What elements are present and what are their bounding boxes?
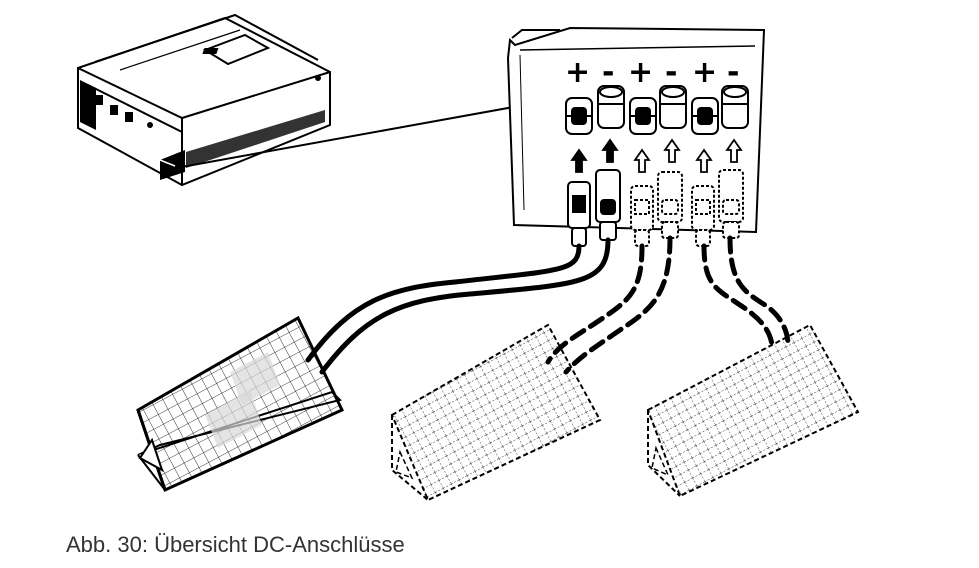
dc-socket-minus-3 bbox=[721, 85, 749, 129]
arrow-outline bbox=[695, 148, 713, 173]
arrow-outline bbox=[633, 148, 651, 173]
cable-string-1-plus bbox=[305, 243, 582, 363]
leader-line bbox=[175, 103, 531, 169]
solar-panel-1 bbox=[136, 315, 345, 493]
cable-string-2-minus bbox=[563, 235, 673, 375]
polarity-label: - bbox=[665, 55, 677, 90]
arrow-filled bbox=[570, 148, 588, 173]
dc-socket-plus-2 bbox=[629, 97, 657, 135]
cable-string-3-plus bbox=[701, 243, 775, 348]
polarity-labels: + - + - + - bbox=[565, 55, 739, 90]
cable-string-3-minus bbox=[727, 235, 791, 348]
solar-panel-2 bbox=[390, 323, 602, 502]
polarity-label: + bbox=[692, 55, 717, 90]
polarity-label: + bbox=[565, 55, 590, 90]
dc-cables bbox=[305, 235, 791, 375]
cable-string-1-minus bbox=[319, 237, 611, 375]
arrow-filled bbox=[601, 138, 619, 163]
dc-plug-plus-3 bbox=[691, 185, 715, 247]
dc-socket-plus-1 bbox=[565, 97, 593, 135]
dc-plug-minus-2 bbox=[657, 171, 683, 239]
dc-plug-minus-1 bbox=[595, 169, 621, 241]
arrow-outline bbox=[663, 138, 681, 163]
dc-sockets bbox=[565, 85, 749, 135]
dc-socket-minus-2 bbox=[659, 85, 687, 129]
polarity-label: - bbox=[727, 55, 739, 90]
dc-socket-minus-1 bbox=[597, 85, 625, 129]
dc-plug-minus-3 bbox=[718, 169, 744, 239]
dc-plug-plus-1 bbox=[567, 181, 591, 247]
inverter-overview-drawing bbox=[77, 13, 331, 187]
solar-panel-3 bbox=[646, 323, 860, 498]
arrow-outline bbox=[725, 138, 743, 163]
dc-socket-plus-3 bbox=[691, 97, 719, 135]
dc-connection-diagram: + - + - + - bbox=[77, 13, 860, 502]
figure-caption: Abb. 30: Übersicht DC-Anschlüsse bbox=[66, 532, 405, 557]
dc-plug-plus-2 bbox=[630, 185, 654, 247]
polarity-label: - bbox=[602, 55, 614, 90]
polarity-label: + bbox=[628, 55, 653, 90]
insert-arrows bbox=[570, 138, 743, 173]
